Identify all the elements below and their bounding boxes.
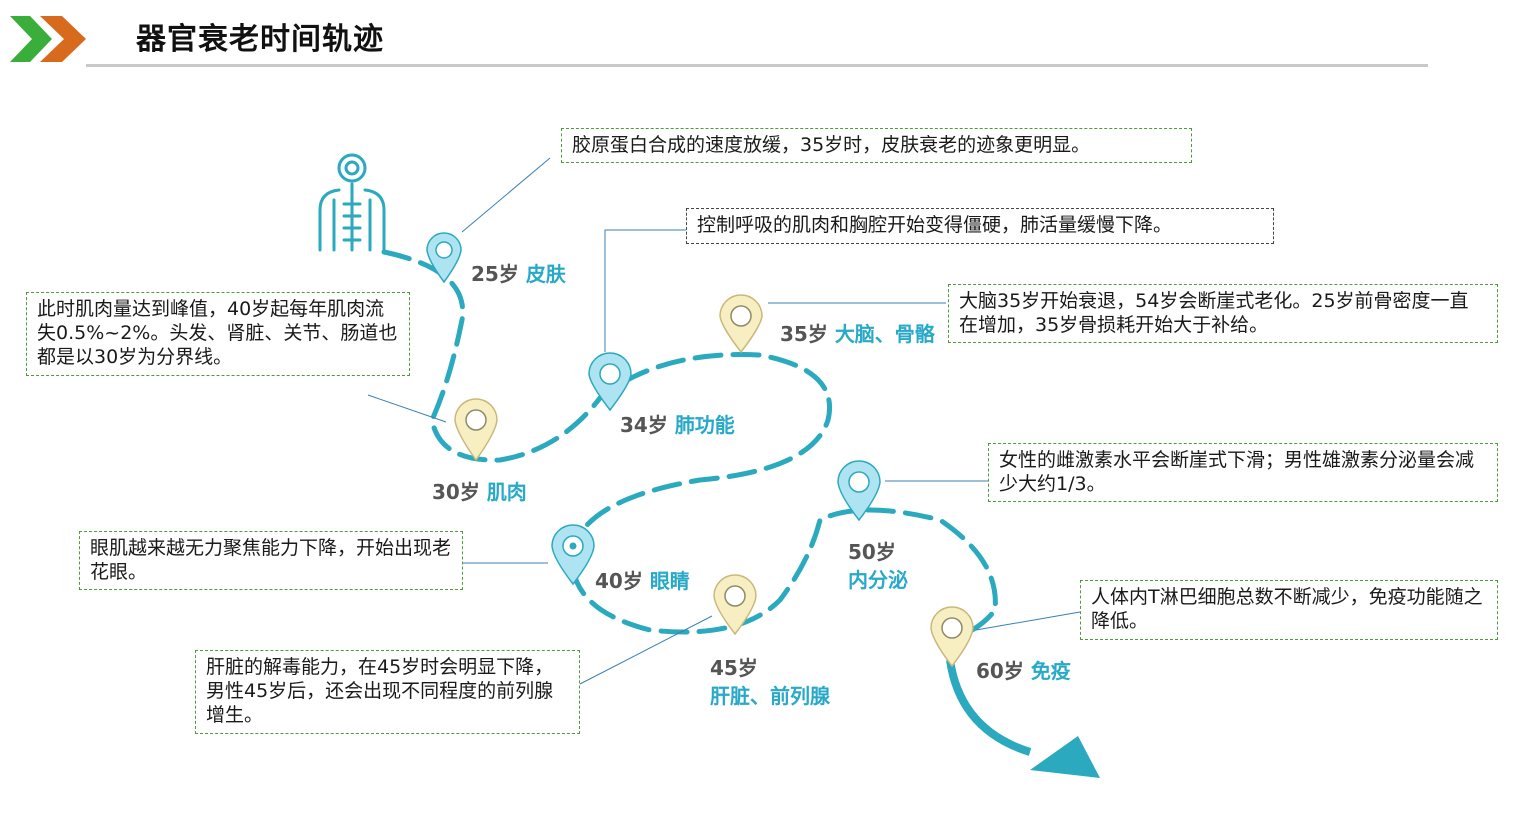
stage-description-box-45: 肝脏的解毒能力，在45岁时会明显下降，男性45岁后，还会出现不同程度的前列腺增生…: [195, 650, 580, 734]
stage-age: 34岁: [620, 413, 668, 437]
stage-age: 40岁: [595, 569, 643, 593]
stage-organ: 内分泌: [848, 568, 908, 592]
stage-label-60: 60岁 免疫: [976, 655, 1071, 684]
timeline-end-arrow: [946, 659, 1100, 778]
stage-age: 30岁: [432, 480, 480, 504]
connector-lines: [367, 157, 1081, 685]
stage-description-box-35: 大脑35岁开始衰退，54岁会断崖式老化。25岁前骨密度一直在增加，35岁骨损耗开…: [948, 284, 1498, 343]
stage-organ: 肝脏、前列腺: [710, 684, 830, 708]
stage-age: 25岁: [471, 262, 519, 286]
stage-age: 35岁: [780, 322, 828, 346]
chevron-logo-icon: [10, 16, 86, 62]
stage-description-box-34: 控制呼吸的肌肉和胸腔开始变得僵硬，肺活量缓慢下降。: [686, 208, 1274, 244]
stage-label-30: 30岁 肌肉: [432, 476, 527, 505]
stage-organ: 眼睛: [649, 569, 690, 593]
stage-age: 50岁: [848, 540, 896, 564]
stage-age: 45岁: [710, 656, 758, 680]
stage-organ: 肌肉: [486, 480, 527, 504]
stage-description-box-30: 此时肌肉量达到峰值，40岁起每年肌肉流失0.5%~2%。头发、肾脏、关节、肠道也…: [26, 292, 410, 376]
pin-45-icon: [713, 574, 757, 636]
pin-40-icon: [551, 524, 595, 586]
pin-60-icon: [930, 606, 974, 668]
stage-label-35: 35岁 大脑、骨骼: [780, 318, 935, 347]
stage-label-45: 45岁 肝脏、前列腺: [710, 654, 830, 710]
stage-label-50: 50岁 内分泌: [848, 538, 908, 594]
stage-description-box-50: 女性的雌激素水平会断崖式下滑；男性雄激素分泌量会减少大约1/3。: [988, 443, 1498, 502]
stage-age: 60岁: [976, 659, 1024, 683]
title-divider: [86, 64, 1428, 67]
stage-organ: 肺功能: [674, 413, 735, 437]
pin-25-icon: [426, 232, 462, 284]
human-body-icon: [318, 153, 386, 252]
pin-35-icon: [719, 294, 763, 354]
stage-organ: 免疫: [1030, 659, 1071, 683]
page-title: 器官衰老时间轨迹: [136, 22, 384, 57]
stage-description-box-60: 人体内T淋巴细胞总数不断减少，免疫功能随之降低。: [1080, 580, 1498, 640]
pin-50-icon: [837, 460, 881, 522]
pin-30-icon: [454, 398, 498, 462]
stage-label-34: 34岁 肺功能: [620, 409, 735, 438]
stage-organ: 大脑、骨骼: [834, 322, 935, 346]
stage-label-40: 40岁 眼睛: [595, 565, 690, 594]
stage-description-box-40: 眼肌越来越无力聚焦能力下降，开始出现老花眼。: [79, 531, 463, 590]
stage-organ: 皮肤: [525, 262, 566, 286]
stage-label-25: 25岁 皮肤: [471, 258, 566, 287]
pin-34-icon: [588, 352, 632, 412]
stage-description-box-25: 胶原蛋白合成的速度放缓，35岁时，皮肤衰老的迹象更明显。: [561, 128, 1192, 163]
